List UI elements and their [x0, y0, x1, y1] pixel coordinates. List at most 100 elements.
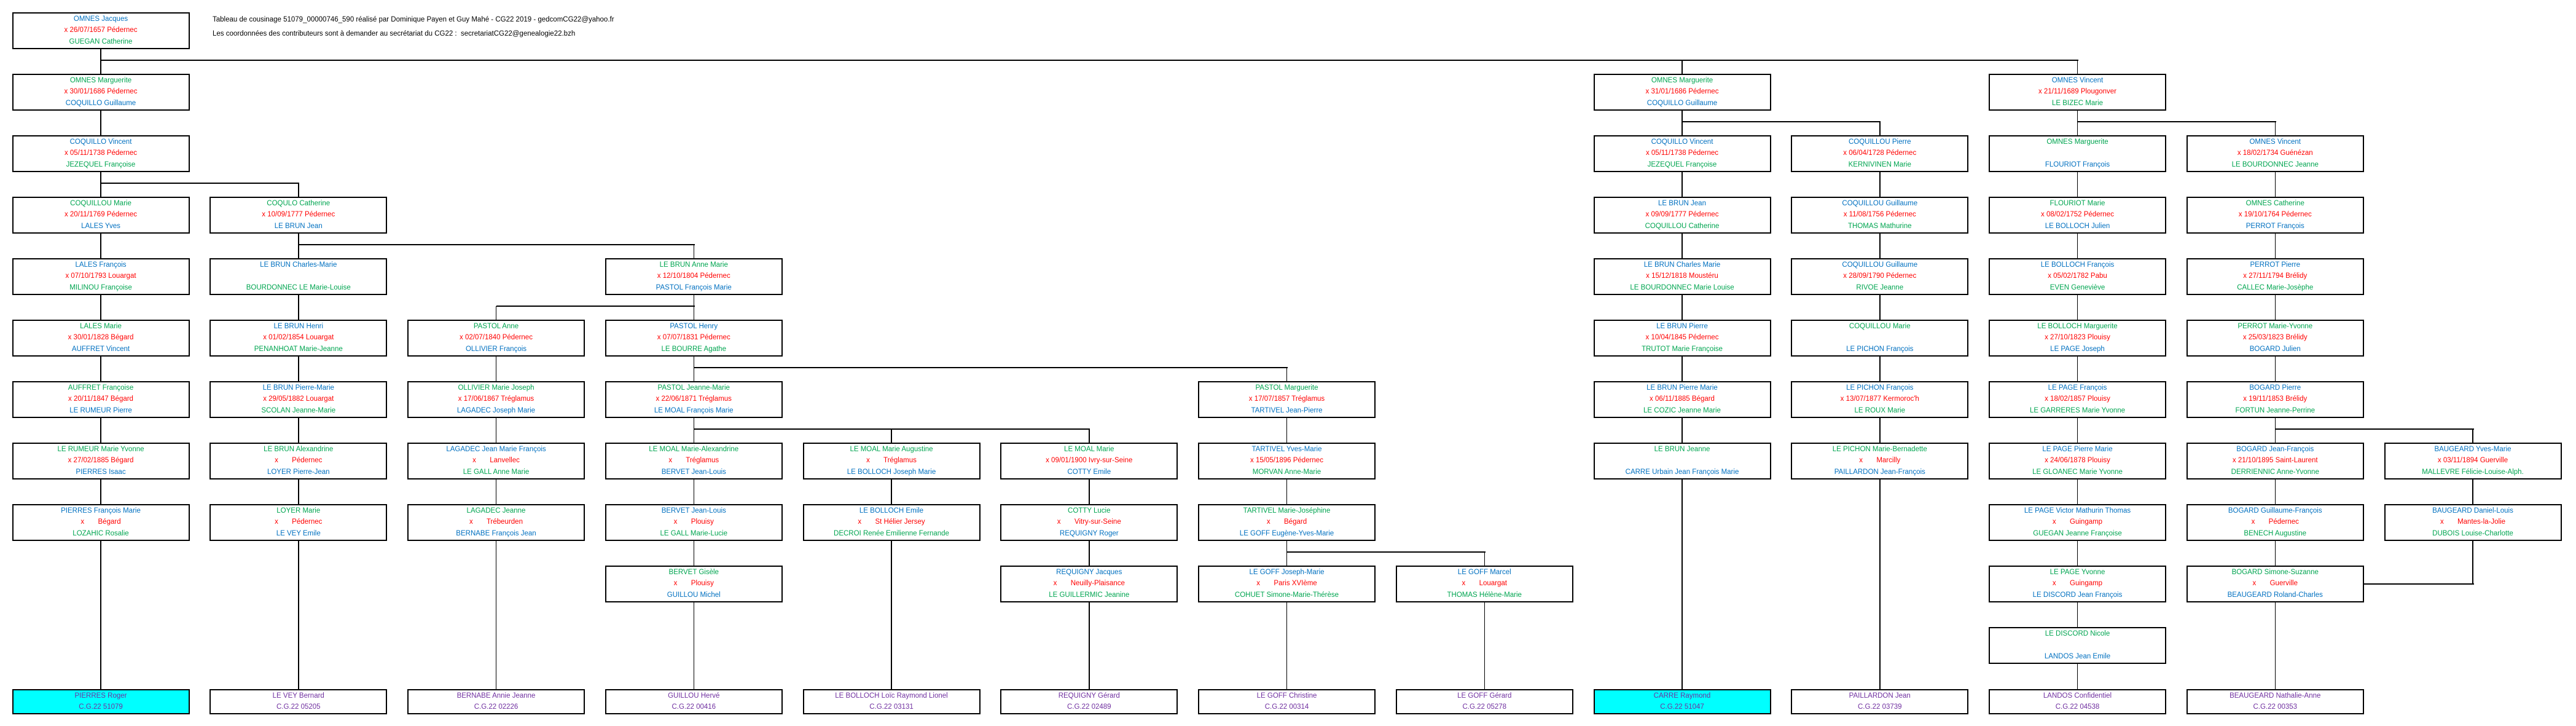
person-name: OLLIVIER Marie Joseph: [458, 384, 534, 392]
person-name: REQUIGNY Jacques: [1056, 568, 1122, 576]
connector-line: [298, 357, 299, 381]
connector-line: [2363, 583, 2474, 585]
spouse-name: EVEN Geneviève: [2049, 284, 2105, 292]
connector-line: [1089, 429, 1090, 443]
person-name: LE PAGE François: [2048, 384, 2107, 392]
connector-line: [1286, 479, 1288, 504]
marriage-info: x 06/11/1885 Bégard: [1650, 395, 1715, 403]
connector-line: [1681, 357, 1683, 381]
connector-line: [693, 541, 694, 566]
connector-line: [298, 234, 299, 245]
person-name: LE BRUN Pierre: [1656, 322, 1708, 330]
person-name: PASTOL Marguerite: [1255, 384, 1318, 392]
connector-line: [693, 245, 694, 258]
spouse-name: BERVET Jean-Louis: [661, 468, 726, 476]
person-name: COQUILLOU Marie: [1849, 322, 1911, 330]
person-name: TARTIVEL Yves-Marie: [1251, 445, 1322, 453]
marriage-info: x 27/10/1823 Plouisy: [2045, 334, 2110, 342]
spouse-name: TRUTOT Marie Françoise: [1642, 345, 1723, 353]
marriage-info: x Bégard: [1266, 518, 1307, 526]
connector-line: [1879, 357, 1881, 381]
marriage-info: x 05/11/1738 Pédernec: [1645, 149, 1719, 157]
spouse-name: DERRIENNIC Anne-Yvonne: [2231, 468, 2319, 476]
spouse-name: PAILLARDON Jean-François: [1834, 468, 1925, 476]
connector-line: [1286, 368, 1288, 381]
person-name: OMNES Vincent: [2249, 138, 2301, 146]
marriage-info: x 17/07/1857 Tréglamus: [1248, 395, 1325, 403]
connector-line: [495, 541, 497, 689]
connector-line: [2077, 295, 2078, 320]
connector-line: [2077, 357, 2078, 381]
connector-line: [100, 172, 101, 183]
spouse-name: BEAUGEARD Roland-Charles: [2227, 591, 2323, 599]
spouse-name: FORTUN Jeanne-Perrine: [2235, 407, 2316, 415]
marriage-info: x 20/11/1847 Bégard: [68, 395, 133, 403]
connector-line: [2077, 122, 2078, 135]
spouse-name: LE MOAL François Marie: [654, 407, 734, 415]
marriage-info: x Marcilly: [1859, 457, 1901, 465]
connector-line: [694, 428, 1090, 430]
connector-line: [2275, 428, 2474, 430]
connector-line: [2472, 429, 2473, 443]
marriage-info: x 18/02/1857 Plouisy: [2045, 395, 2110, 403]
connector-line: [298, 418, 299, 443]
spouse-name: GUEGAN Jeanne Françoise: [2033, 530, 2122, 538]
connector-line: [693, 479, 694, 504]
person-name: LE BOLLOCH Emile: [859, 507, 924, 515]
connector-line: [100, 295, 101, 320]
connector-line: [1286, 418, 1288, 443]
marriage-info: x 27/02/1885 Bégard: [68, 457, 134, 465]
spouse-name: LAGADEC Joseph Marie: [456, 407, 536, 415]
person-name: PIERRES François Marie: [61, 507, 141, 515]
contact-name: PAILLARDON Jean: [1849, 692, 1911, 700]
person-name: COQUILLO Vincent: [1651, 138, 1713, 146]
spouse-name: BENECH Augustine: [2244, 530, 2307, 538]
person-name: OMNES Jacques: [73, 15, 128, 23]
marriage-info: [1990, 641, 2165, 649]
marriage-info: x 05/02/1782 Pabu: [2048, 272, 2107, 280]
person-box: COQUILLOU Marie LE PICHON François: [1791, 320, 1969, 357]
spouse-name: CALLEC Marie-Josèphe: [2237, 284, 2314, 292]
marriage-info: x 29/05/1882 Louargat: [263, 395, 334, 403]
person-name: PERROT Marie-Yvonne: [2237, 322, 2313, 330]
person-name: PASTOL Jeanne-Marie: [657, 384, 730, 392]
marriage-info: [1990, 149, 2165, 157]
contact-name: LE GOFF Gérard: [1457, 692, 1512, 700]
marriage-info: x Plouisy: [673, 580, 714, 588]
spouse-name: COQUILLO Guillaume: [65, 100, 136, 108]
person-name: OMNES Marguerite: [69, 76, 132, 84]
spouse-name: PIERRES Isaac: [76, 468, 126, 476]
spouse-name: GUEGAN Catherine: [69, 38, 133, 46]
spouse-name: JEZEQUEL Françoise: [66, 161, 136, 169]
connector-line: [1681, 60, 1683, 74]
person-name: COQULO Catherine: [267, 199, 331, 207]
marriage-info: [211, 272, 386, 280]
spouse-name: REQUIGNY Roger: [1059, 530, 1119, 538]
contact-name: REQUIGNY Gérard: [1058, 692, 1120, 700]
spouse-name: LE COZIC Jeanne Marie: [1643, 407, 1721, 415]
person-name: OMNES Marguerite: [1651, 76, 1713, 84]
marriage-info: x 27/11/1794 Brélidy: [2243, 272, 2308, 280]
spouse-name: RIVOE Jeanne: [1856, 284, 1904, 292]
